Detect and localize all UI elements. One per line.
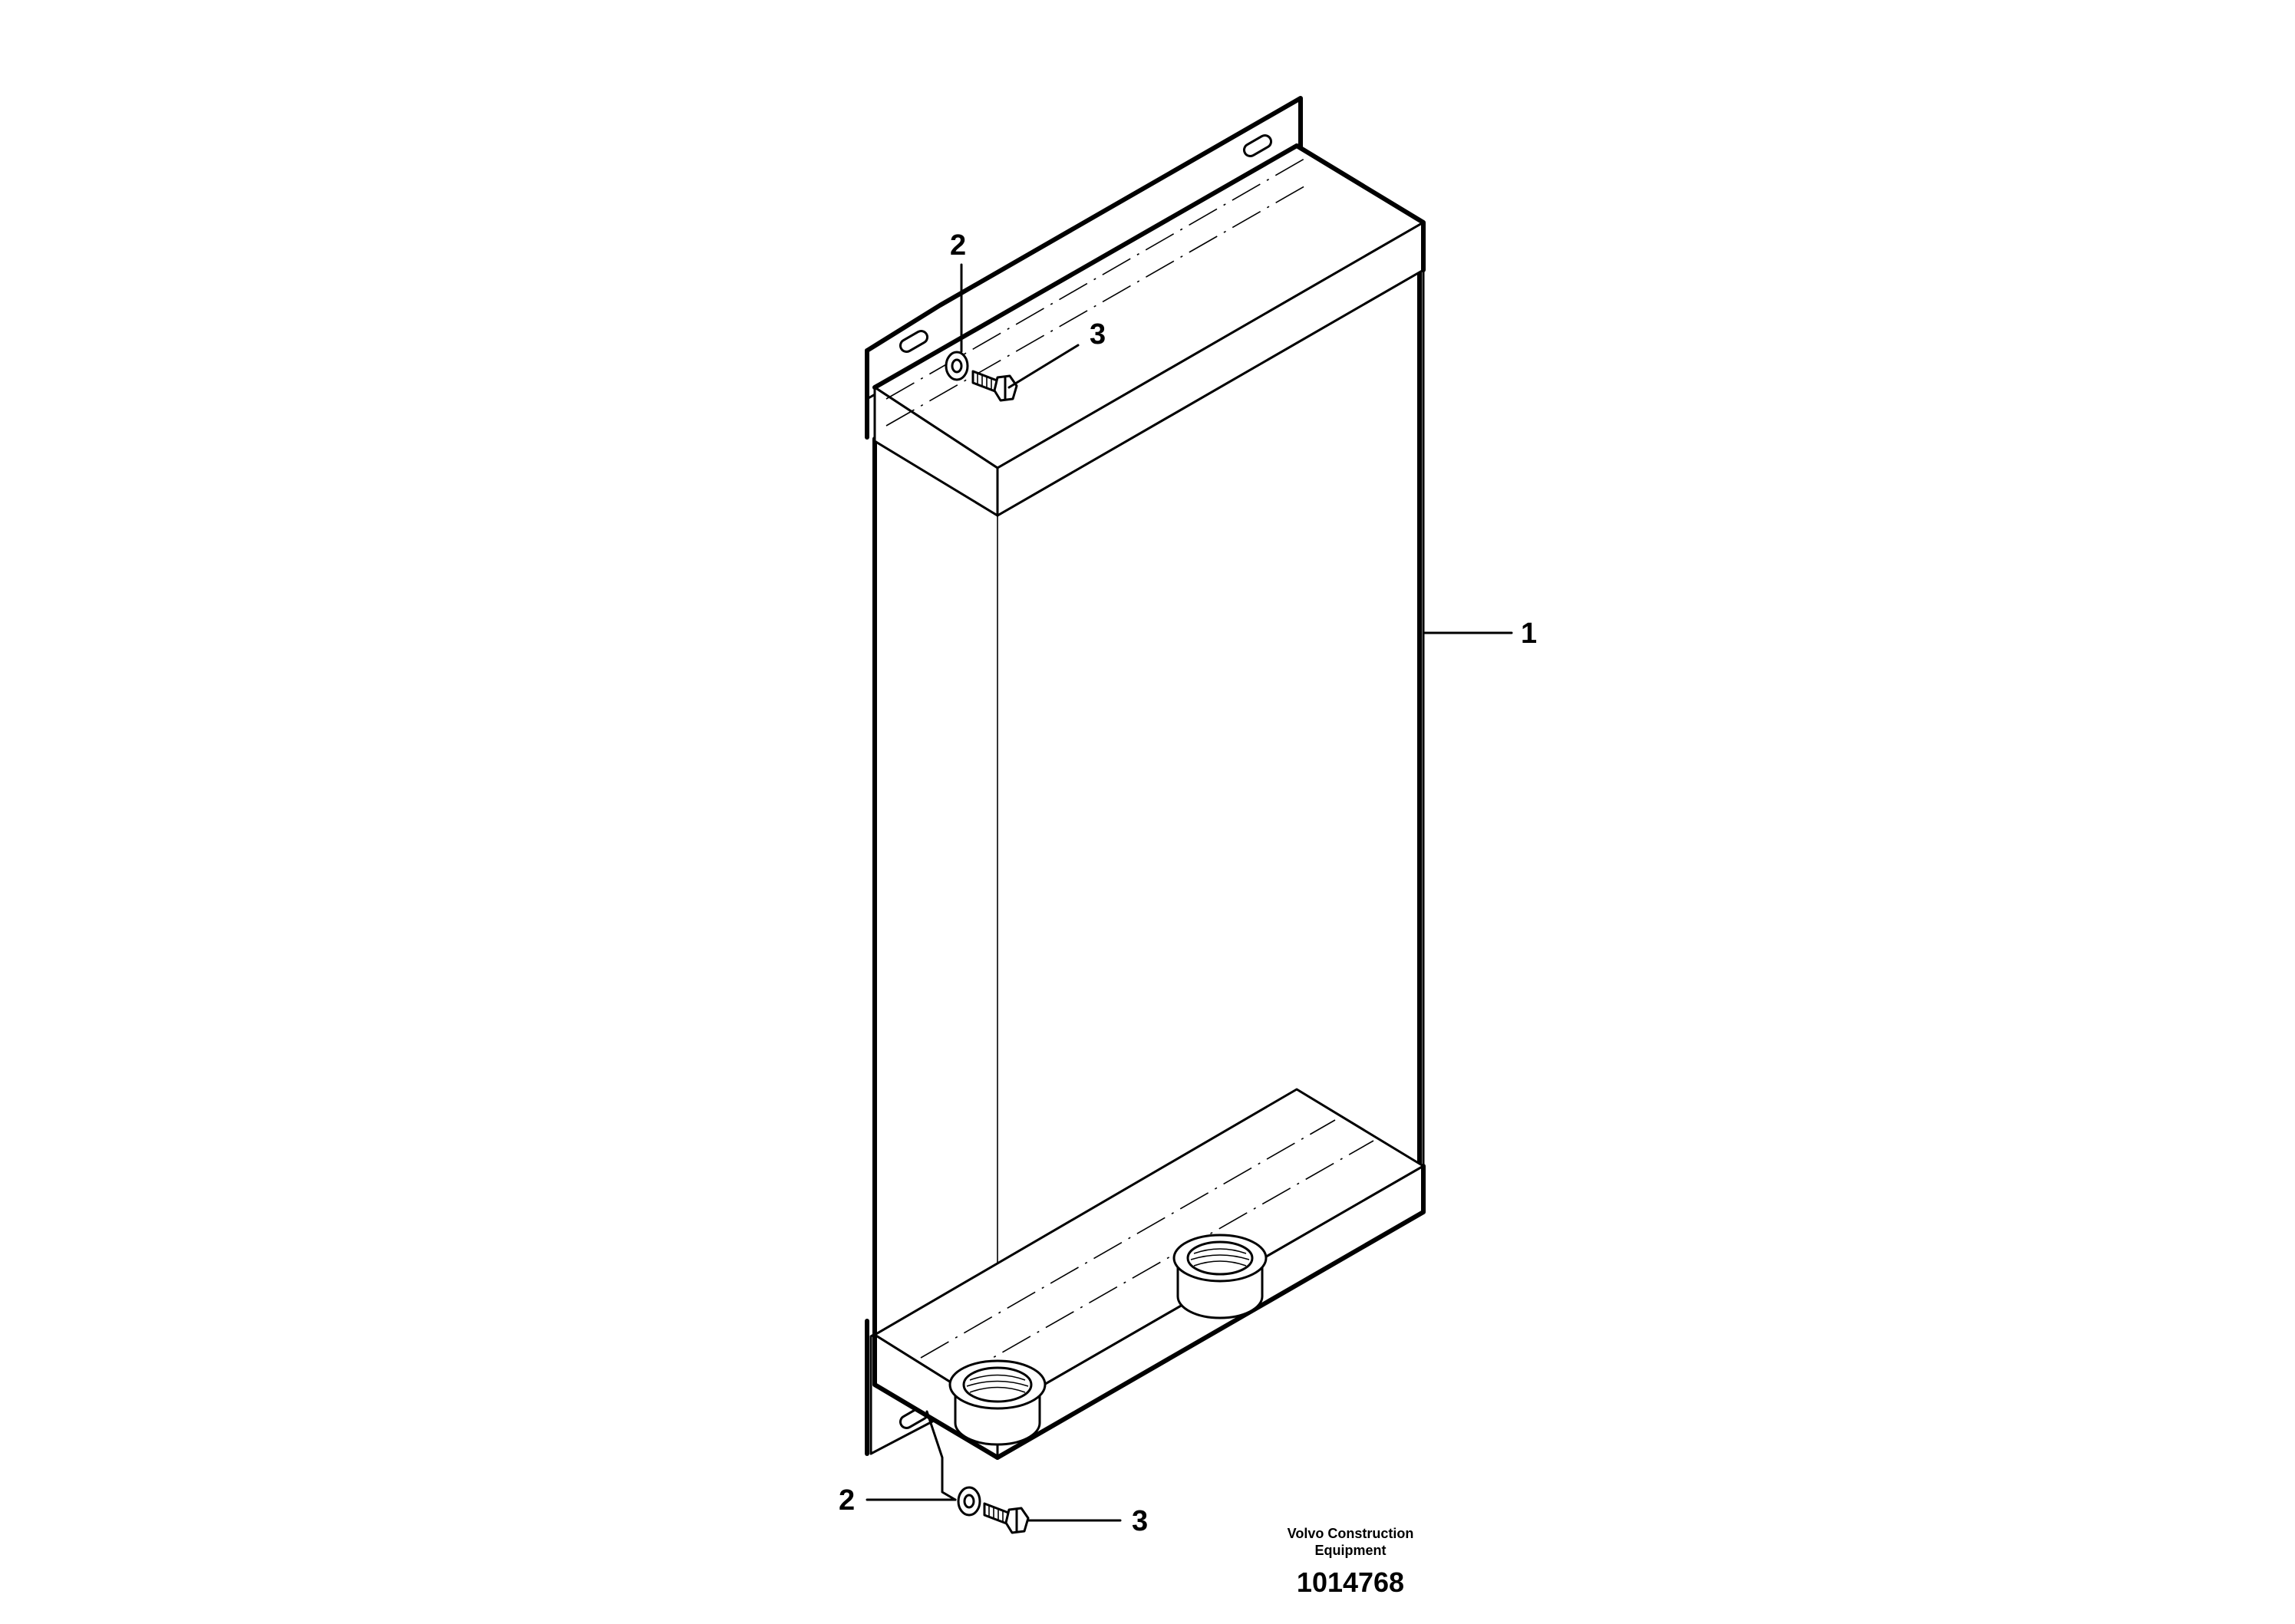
- washer-top: [945, 351, 969, 381]
- bolt-bottom: [983, 1502, 1030, 1534]
- port-rear: [1172, 1234, 1268, 1319]
- port-front: [948, 1359, 1047, 1446]
- callout-part-1: 1: [1521, 618, 1537, 650]
- slot-top-right: [1242, 134, 1273, 157]
- callout-washer-top: 2: [950, 229, 966, 262]
- leader-washer-bottom-path: [925, 1410, 957, 1501]
- washer-bottom: [957, 1486, 981, 1517]
- credit-line-1: Volvo Construction: [1288, 1526, 1414, 1541]
- callout-bolt-top: 3: [1090, 318, 1106, 351]
- slot-top-left: [899, 330, 929, 354]
- callout-washer-bottom: 2: [839, 1484, 855, 1517]
- callout-bolt-bottom: 3: [1132, 1505, 1148, 1537]
- document-number: 1014768: [1297, 1566, 1404, 1598]
- leader-lines: [866, 263, 1513, 1522]
- leader-bolt-top: [1007, 344, 1080, 389]
- bolt-top: [971, 370, 1018, 402]
- credit-line-2: Equipment: [1315, 1543, 1387, 1558]
